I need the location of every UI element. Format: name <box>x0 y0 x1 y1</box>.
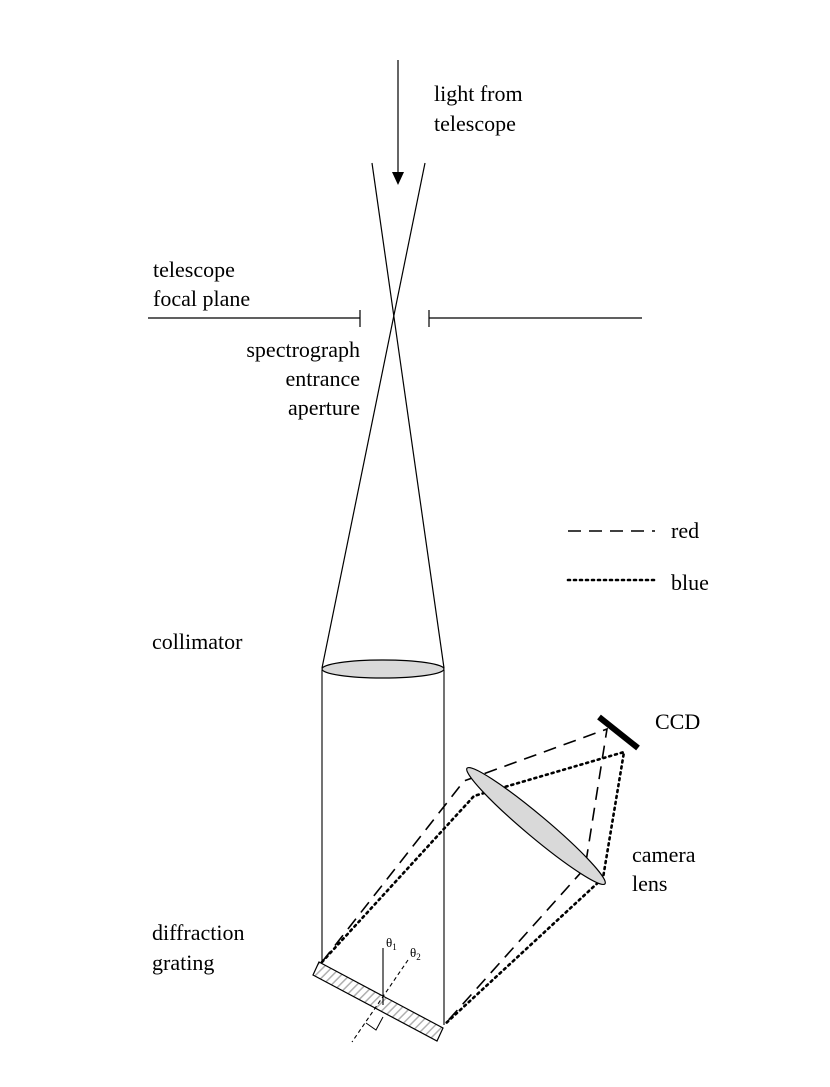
grating-label-line2: grating <box>152 950 214 975</box>
grating-label-line1: diffraction <box>152 920 244 945</box>
theta2-symbol: θ <box>410 945 416 960</box>
theta2-label: θ2 <box>410 945 421 962</box>
focal-plane-label-line1: telescope <box>153 257 235 282</box>
collimated-beam <box>321 670 445 1025</box>
diffraction-grating <box>312 961 444 1042</box>
aperture-label-line3: aperture <box>288 395 360 420</box>
ccd-label: CCD <box>655 709 700 734</box>
collimator-label: collimator <box>152 629 243 654</box>
focal-plane-label-line2: focal plane <box>153 286 250 311</box>
focal-plane <box>148 310 642 327</box>
light-label-line1: light from <box>434 81 523 106</box>
camera-lens-label-line2: lens <box>632 871 667 896</box>
legend-red-label: red <box>671 518 699 543</box>
theta2-subscript: 2 <box>416 952 421 962</box>
legend: red blue <box>566 518 709 595</box>
camera-lens <box>466 766 606 886</box>
ccd-detector <box>597 714 640 751</box>
collimator-lens <box>321 659 445 679</box>
blue-rays <box>320 750 626 1027</box>
aperture-label-line1: spectrograph <box>246 337 360 362</box>
red-rays <box>321 727 609 1026</box>
telescope-beam <box>321 162 445 669</box>
light-label-line2: telescope <box>434 111 516 136</box>
legend-blue-label: blue <box>671 570 709 595</box>
theta1-label: θ1 <box>386 935 397 952</box>
aperture-label-line2: entrance <box>286 366 361 391</box>
camera-lens-label-line1: camera <box>632 842 696 867</box>
theta1-symbol: θ <box>386 935 392 950</box>
incoming-light-arrow <box>392 60 404 185</box>
grating-normal-lines <box>351 948 409 1043</box>
theta1-subscript: 1 <box>392 942 397 952</box>
